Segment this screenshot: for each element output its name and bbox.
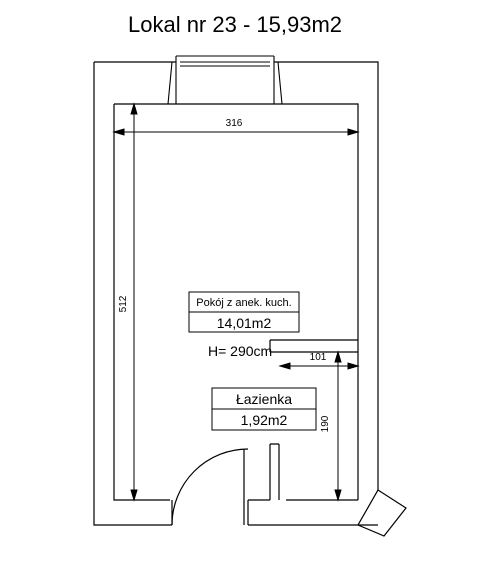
bathroom-walls (269, 339, 358, 500)
dimension-width-label: 316 (226, 118, 243, 129)
room-name-main: Pokój z anek. kuch. (196, 297, 291, 309)
dimension-height (130, 102, 138, 502)
entrance-door (171, 448, 249, 526)
window (167, 55, 283, 105)
dimension-bath-height-label: 190 (320, 415, 331, 432)
room-area-bathroom: 1,92m2 (241, 412, 288, 428)
dimension-bath-height (334, 350, 342, 502)
dimension-width (112, 128, 360, 136)
ceiling-height: H= 290cm (208, 343, 272, 359)
page-title: Lokal nr 23 - 15,93m2 (127, 12, 343, 37)
outer-walls (93, 61, 379, 526)
side-door (357, 489, 407, 537)
dimension-bath-width (278, 362, 360, 370)
dimension-height-label: 512 (118, 295, 129, 312)
room-label-bathroom (211, 387, 317, 431)
room-label-main (188, 291, 300, 333)
room-name-bathroom: Łazienka (236, 391, 292, 407)
dimension-bath-width-label: 101 (310, 352, 327, 363)
room-area-main: 14,01m2 (217, 315, 272, 331)
